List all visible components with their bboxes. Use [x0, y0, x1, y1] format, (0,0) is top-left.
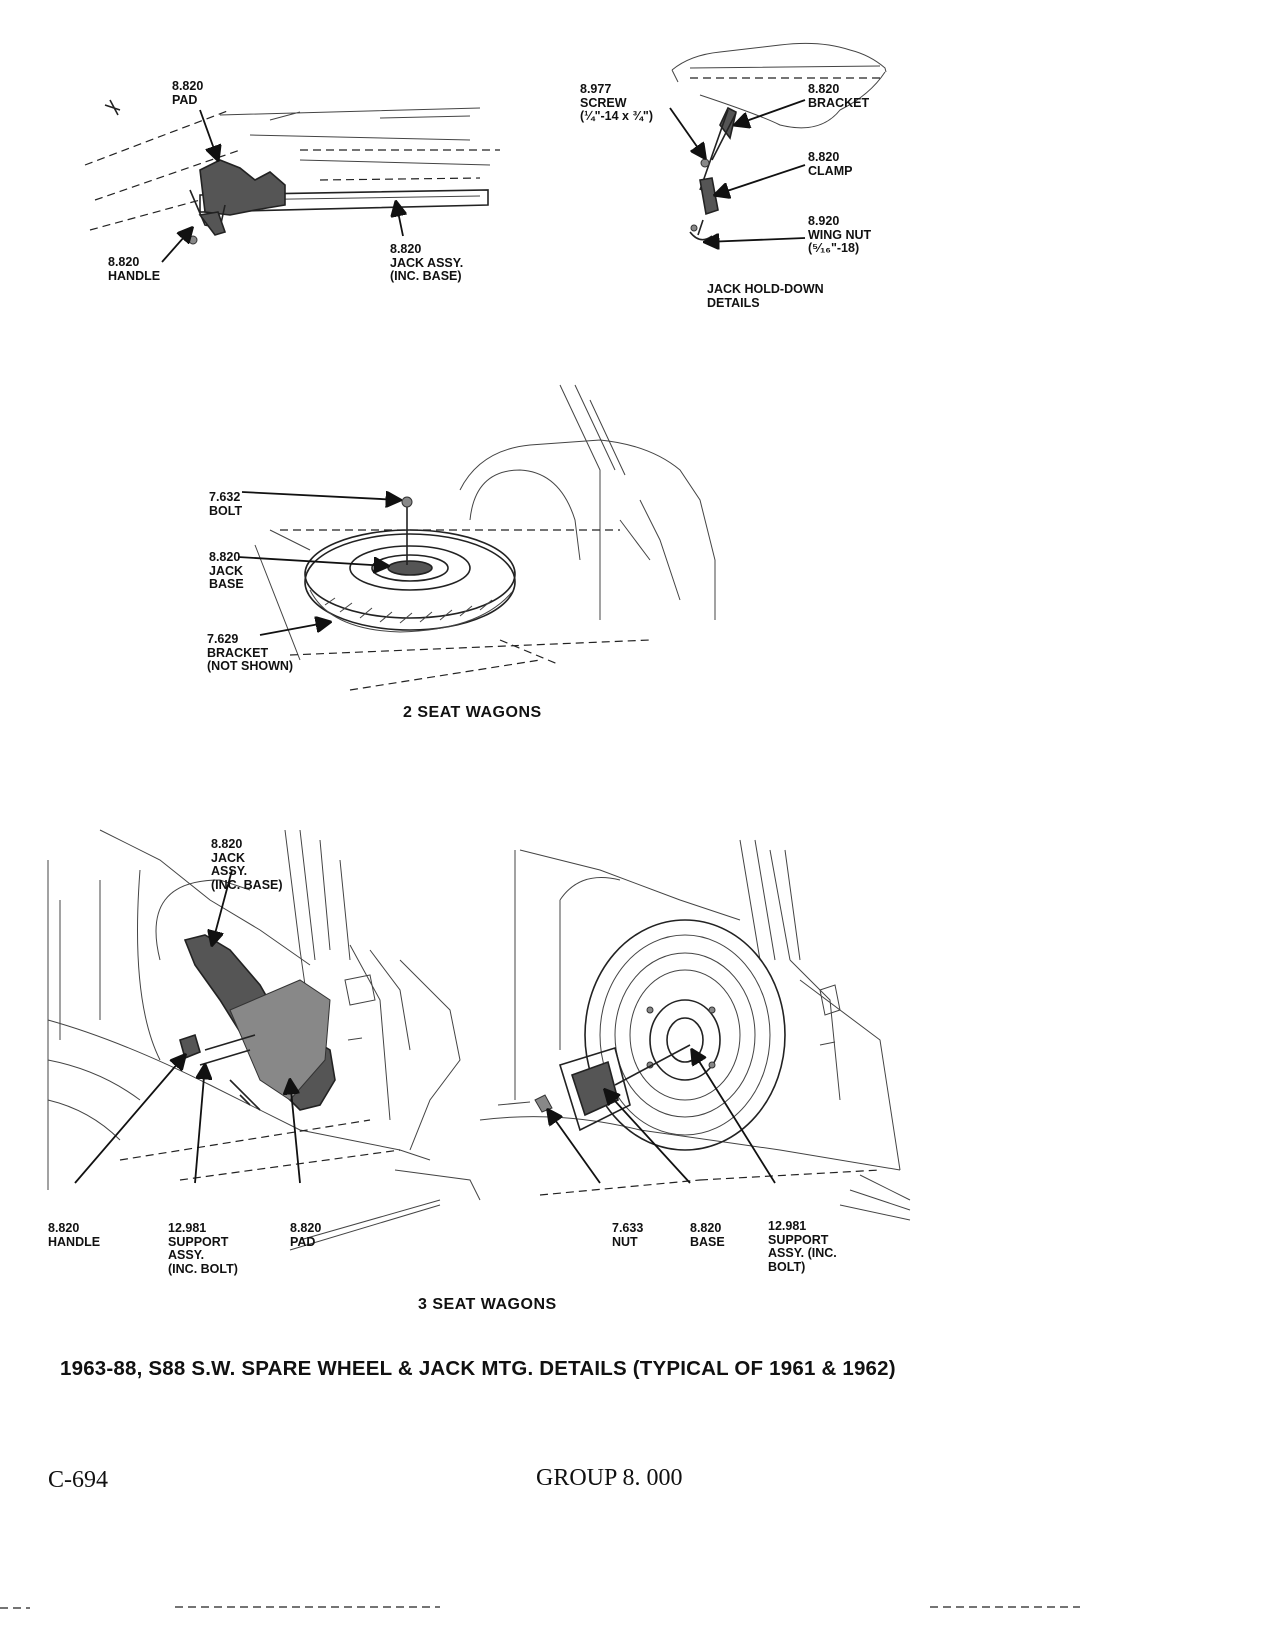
hold-down-drawing [671, 42, 887, 241]
bracket-label: 8.820 BRACKET [808, 82, 870, 110]
jack-assy-label: 8.820 JACK ASSY. (INC. BASE) [390, 242, 464, 283]
nut-label: 7.633 NUT [612, 1221, 644, 1249]
pad-3seat-label: 8.820 PAD [290, 1221, 322, 1249]
page-number: C-694 [48, 1467, 108, 1493]
base-label: 8.820 BASE [690, 1221, 725, 1249]
three-seat-title: 3 SEAT WAGONS [418, 1296, 557, 1313]
screw-label: 8.977 SCREW (¼"-14 x ¾") [580, 82, 653, 123]
support-assy-right-label: 12.981 SUPPORT ASSY. (INC. BOLT) [768, 1219, 837, 1274]
jack-base-label: 8.820 JACK BASE [209, 550, 244, 591]
jack-drawing [84, 99, 500, 245]
handle-3seat-label: 8.820 HANDLE [48, 1221, 101, 1249]
bracket-not-shown-label: 7.629 BRACKET (NOT SHOWN) [207, 632, 294, 673]
spare-wheel-3seat-drawing [479, 839, 911, 1221]
wing-nut-label: 8.920 WING NUT (⁵⁄₁₆"-18) [808, 214, 872, 255]
bolt-label: 7.632 BOLT [209, 490, 243, 518]
jack-3seat-drawing [47, 829, 481, 1251]
two-seat-title: 2 SEAT WAGONS [403, 704, 542, 721]
jack-pad-label: 8.820 PAD [172, 79, 204, 107]
jack-assy-3seat-label: 8.820 JACK ASSY. (INC. BASE) [211, 837, 283, 892]
jack-handle-label: 8.820 HANDLE [108, 255, 161, 283]
group-number: GROUP 8. 000 [536, 1465, 683, 1491]
clamp-label: 8.820 CLAMP [808, 150, 853, 178]
figure-caption: 1963-88, S88 S.W. SPARE WHEEL & JACK MTG… [60, 1357, 896, 1380]
holddown-caption: JACK HOLD-DOWN DETAILS [707, 282, 824, 310]
spare-wheel-2seat-drawing [254, 384, 716, 691]
support-assy-label: 12.981 SUPPORT ASSY. (INC. BOLT) [168, 1221, 238, 1276]
